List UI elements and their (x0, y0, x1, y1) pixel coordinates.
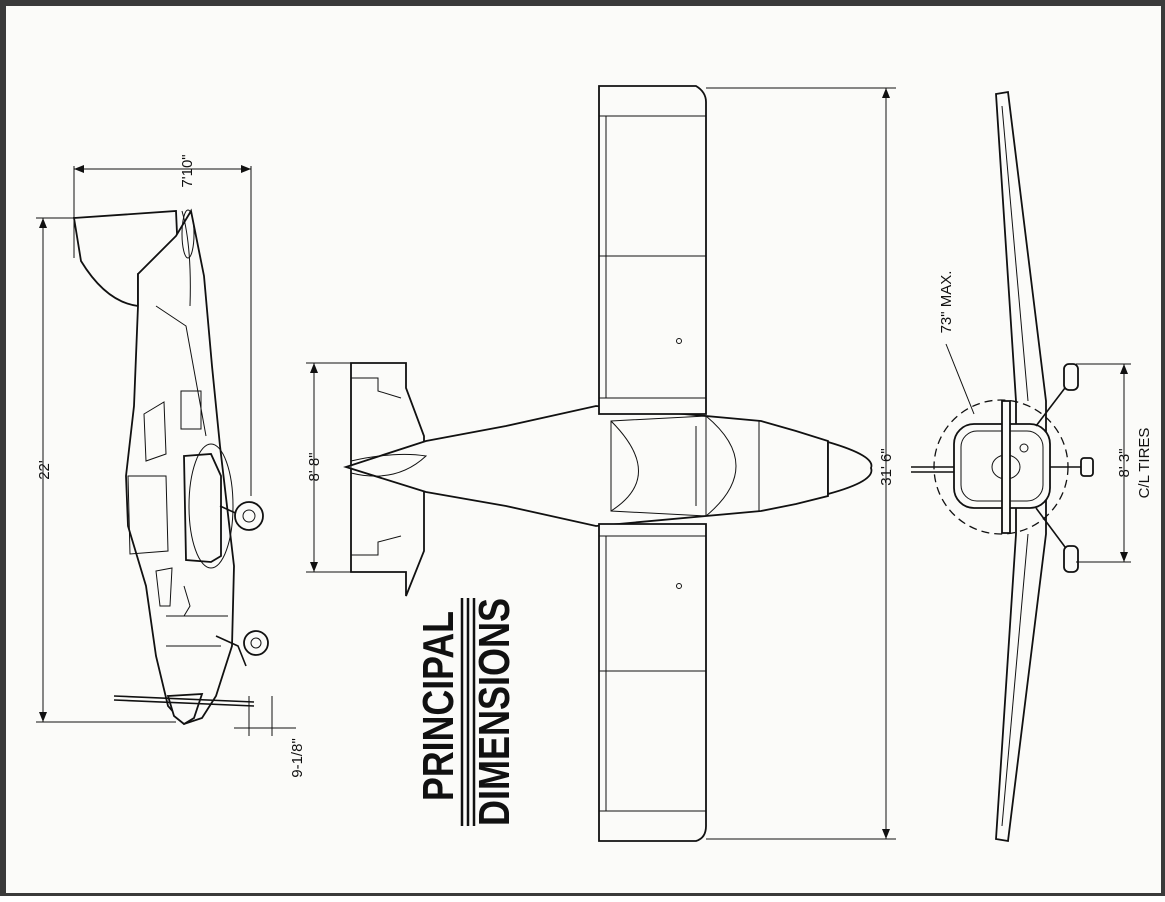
height-label: 7'10" (179, 154, 196, 187)
three-view-drawing: 7'10" 22' 9-1/8" 8' 8" 31' 6" 73" MAX. 8… (36, 85, 1153, 843)
front-dimensions (945, 343, 1131, 563)
wingspan-label: 31' 6" (878, 448, 895, 485)
side-dimensions (36, 165, 296, 736)
top-view (343, 85, 873, 842)
stab-span-label: 8' 8" (306, 452, 323, 481)
prop-diameter-label: 73" MAX. (938, 271, 955, 334)
prop-clearance-label: 9-1/8" (289, 738, 306, 778)
title-block: PRINCIPAL DIMENSIONS (414, 598, 519, 826)
side-view (72, 208, 269, 726)
title-line-2: DIMENSIONS (470, 598, 519, 826)
top-dimensions (306, 87, 896, 840)
track-label: 8' 3" (1116, 448, 1133, 477)
length-label: 22' (36, 460, 53, 480)
track-note-label: C/L TIRES (1136, 428, 1153, 499)
title-line-1: PRINCIPAL (414, 611, 463, 801)
prop-dim-leader (945, 343, 975, 415)
front-view (911, 90, 1094, 843)
